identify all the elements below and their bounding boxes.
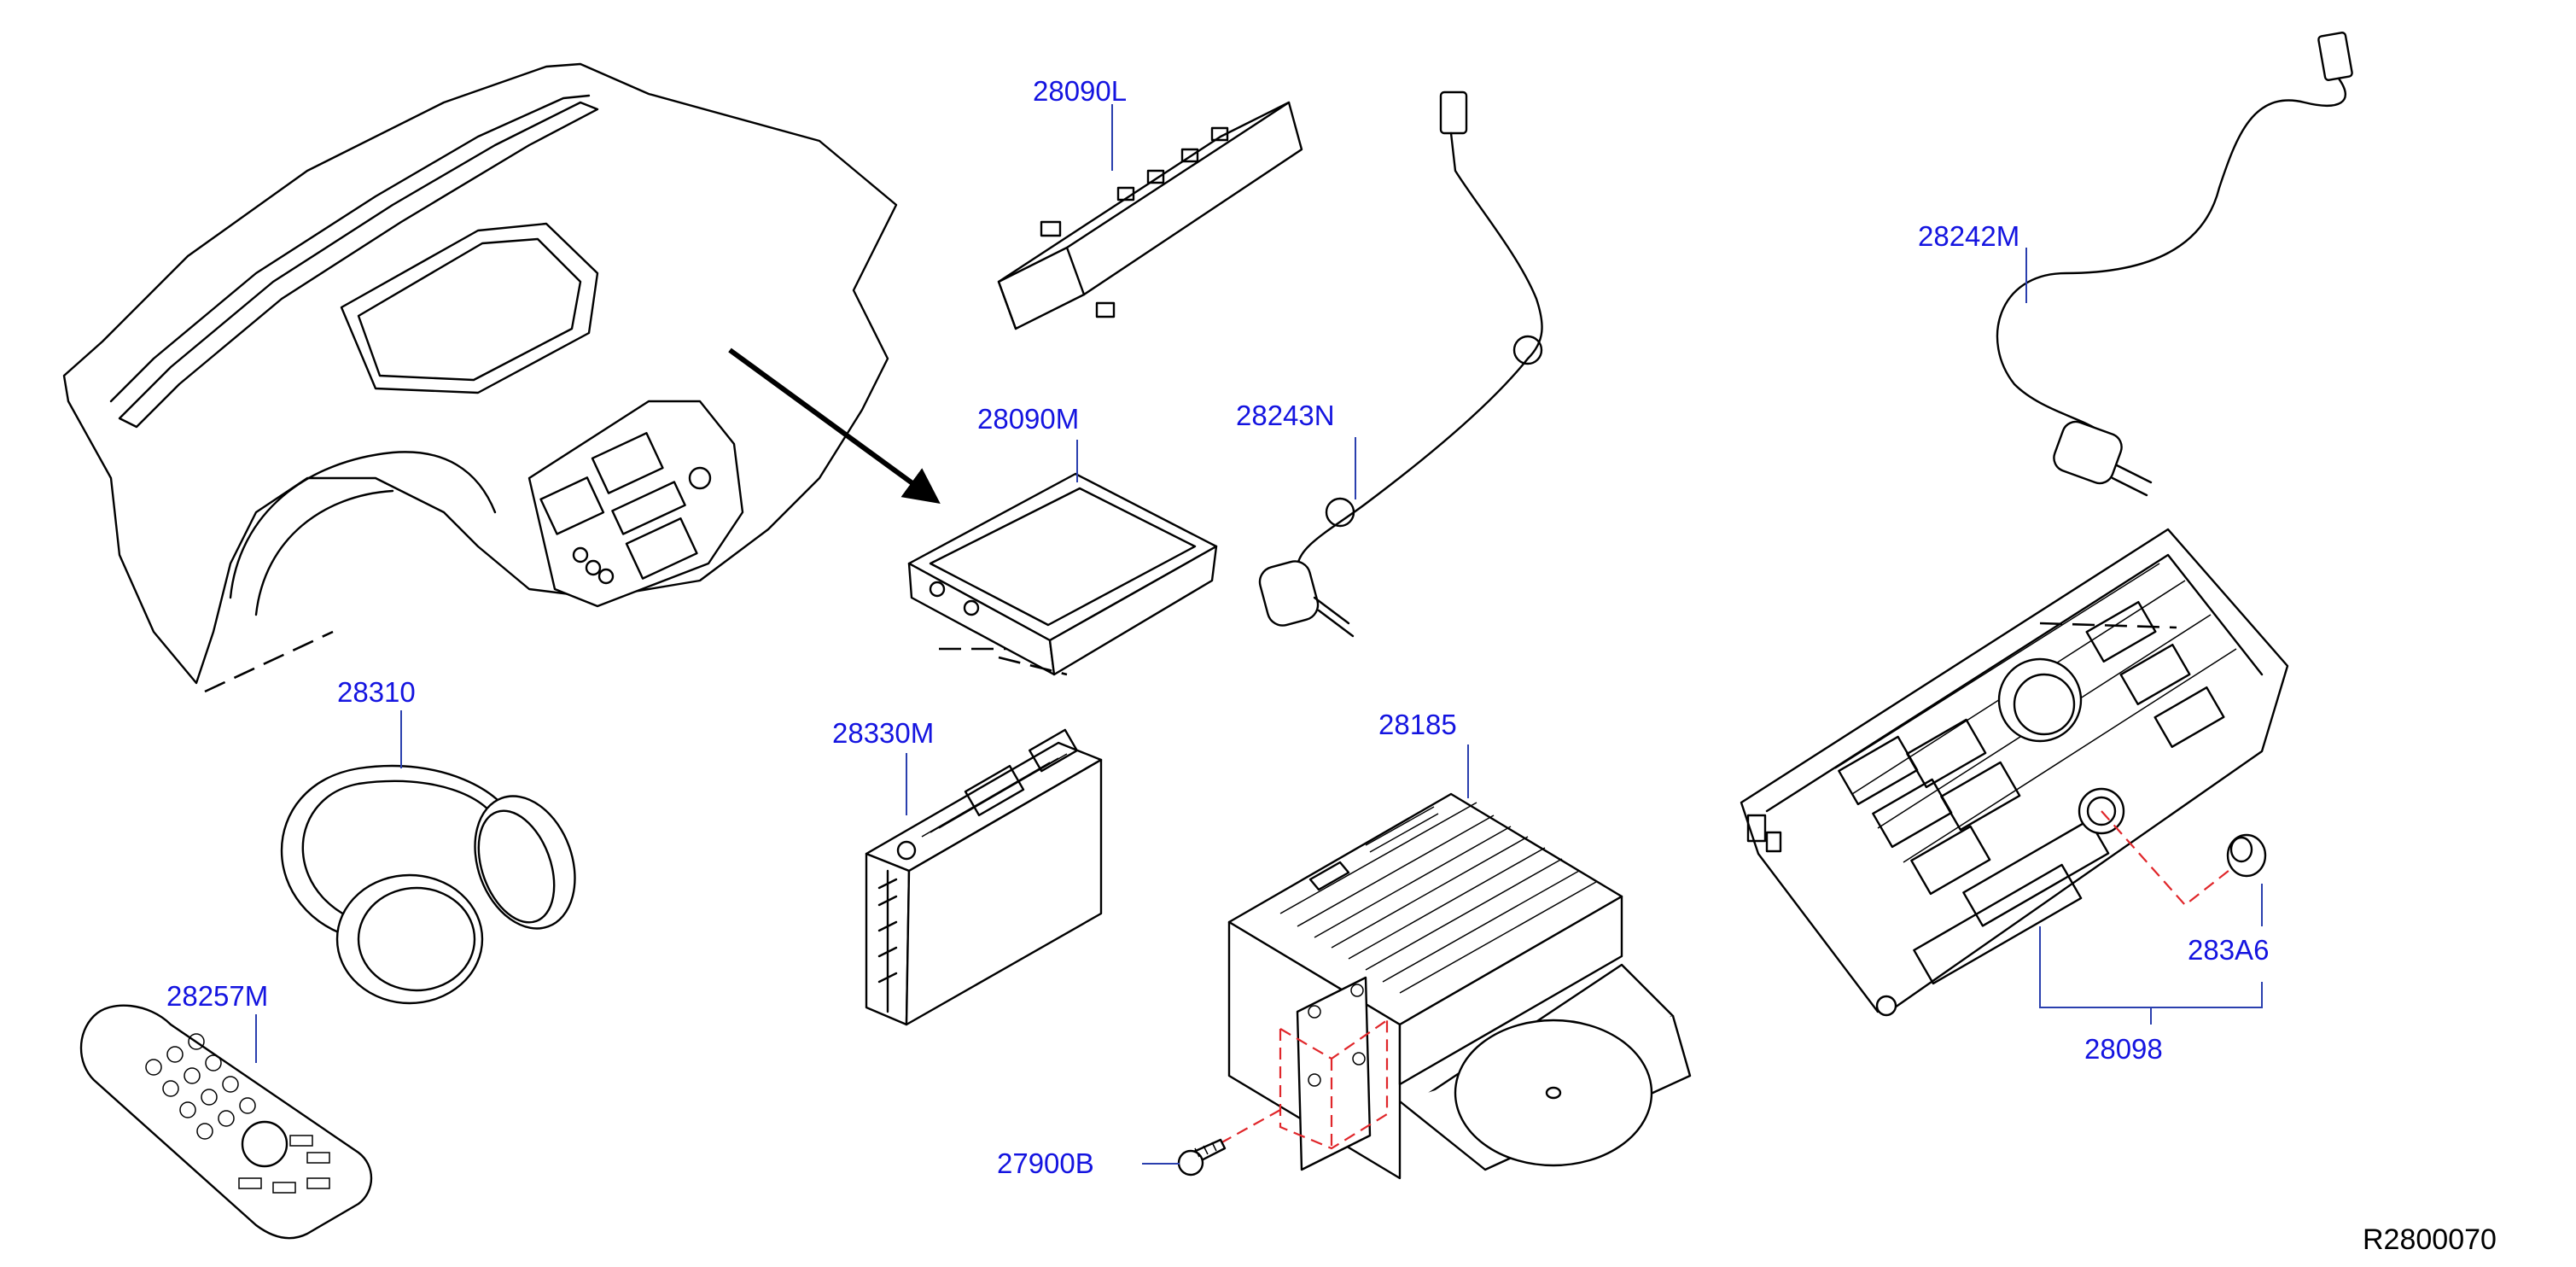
label-27900B: 27900B — [997, 1147, 1094, 1179]
label-28310: 28310 — [337, 676, 416, 708]
part-283A6-illustration — [2226, 833, 2267, 878]
part-28098-illustration — [1740, 528, 2289, 1017]
label-28330M: 28330M — [832, 717, 934, 749]
part-27900B-illustration — [1177, 1138, 1227, 1176]
label-28185: 28185 — [1378, 709, 1457, 740]
label-28090L: 28090L — [1033, 75, 1127, 107]
part-28257M-illustration — [79, 1004, 373, 1240]
part-28243N-illustration — [1258, 90, 1543, 638]
part-28330M-illustration — [865, 728, 1103, 1026]
label-283A6: 283A6 — [2188, 934, 2269, 966]
label-28242M: 28242M — [1918, 220, 2019, 252]
part-28090L-illustration — [997, 101, 1303, 330]
label-28257M: 28257M — [166, 980, 268, 1012]
remote-buttons — [145, 1033, 330, 1194]
diagram-reference: R2800070 — [2363, 1223, 2497, 1256]
label-28098: 28098 — [2084, 1033, 2163, 1065]
label-28243N: 28243N — [1236, 400, 1335, 431]
part-28090M-illustration — [907, 472, 1218, 676]
part-28310-illustration — [280, 764, 576, 1005]
part-28242M-illustration — [1996, 32, 2353, 497]
part-28185-illustration — [1227, 792, 1692, 1180]
label-28090M: 28090M — [977, 403, 1079, 435]
location-arrow — [728, 347, 941, 504]
